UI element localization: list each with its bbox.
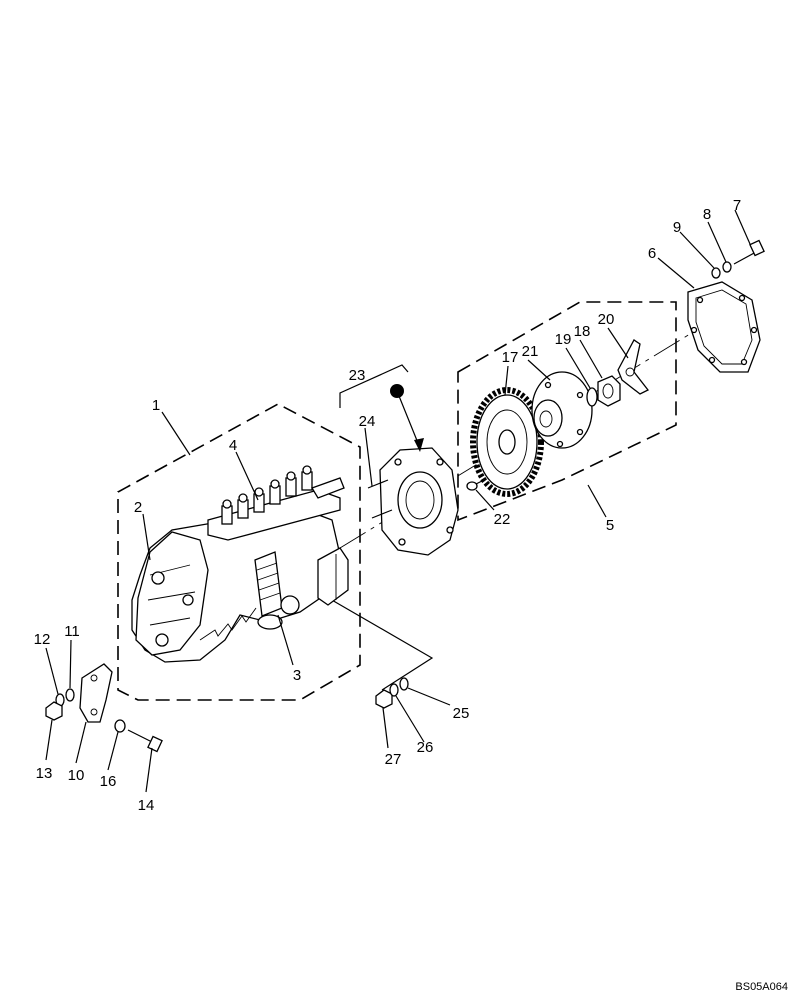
leader-lines	[45, 209, 751, 793]
bracket-10	[79, 663, 113, 723]
callout-7: 7	[733, 197, 741, 214]
washer-9	[711, 267, 721, 279]
callout-27: 27	[385, 751, 402, 768]
callout-24: 24	[359, 413, 376, 430]
washer-19	[586, 387, 598, 407]
drive-gear	[470, 387, 544, 497]
adapter-plate	[379, 447, 459, 556]
callout-13: 13	[36, 765, 53, 782]
hub	[531, 371, 593, 449]
callout-20: 20	[598, 311, 615, 328]
callout-3: 3	[293, 667, 301, 684]
locator-dot	[390, 384, 404, 398]
group-boundary-pump	[117, 403, 361, 701]
callout-14: 14	[138, 797, 155, 814]
washer-8	[722, 261, 732, 273]
nut-18	[597, 375, 621, 407]
callout-2: 2	[134, 499, 142, 516]
reference-code: BS05A064	[735, 981, 788, 993]
gear-cover	[687, 281, 761, 373]
washer-25	[399, 677, 409, 691]
injection-pump	[131, 465, 349, 663]
washer-16	[114, 719, 126, 733]
bracket-23	[339, 364, 409, 408]
callout-17: 17	[502, 349, 519, 366]
callout-16: 16	[100, 773, 117, 790]
callout-1: 1	[152, 397, 160, 414]
callout-11: 11	[64, 623, 80, 640]
callout-23: 23	[349, 367, 366, 384]
callout-4: 4	[229, 437, 237, 454]
callout-6: 6	[648, 245, 656, 262]
group-boundary-gear	[457, 301, 677, 522]
nut-13	[45, 701, 63, 721]
callout-labels: 1 2 3 4 5 6 7 8 9 10 11 12 13 14 16 17 1…	[34, 197, 742, 814]
callout-18: 18	[574, 323, 591, 340]
callout-21: 21	[522, 343, 539, 360]
callout-10: 10	[68, 767, 85, 784]
callout-26: 26	[417, 739, 434, 756]
gear-bolt	[466, 478, 487, 491]
bolt-14	[127, 729, 163, 753]
bracket-25-27	[317, 591, 434, 691]
callout-8: 8	[703, 206, 711, 223]
delivery-valve-holders	[221, 465, 313, 525]
studs	[367, 479, 393, 519]
bolt-7	[733, 239, 765, 265]
callout-9: 9	[673, 219, 681, 236]
callout-22: 22	[494, 511, 511, 528]
callout-25: 25	[453, 705, 470, 722]
nut-27	[375, 689, 393, 709]
callout-19: 19	[555, 331, 572, 348]
lock-plate-20	[617, 339, 649, 395]
callout-5: 5	[606, 517, 614, 534]
washer-11	[65, 688, 75, 702]
callout-12: 12	[34, 631, 51, 648]
lockwasher-26	[389, 683, 399, 697]
